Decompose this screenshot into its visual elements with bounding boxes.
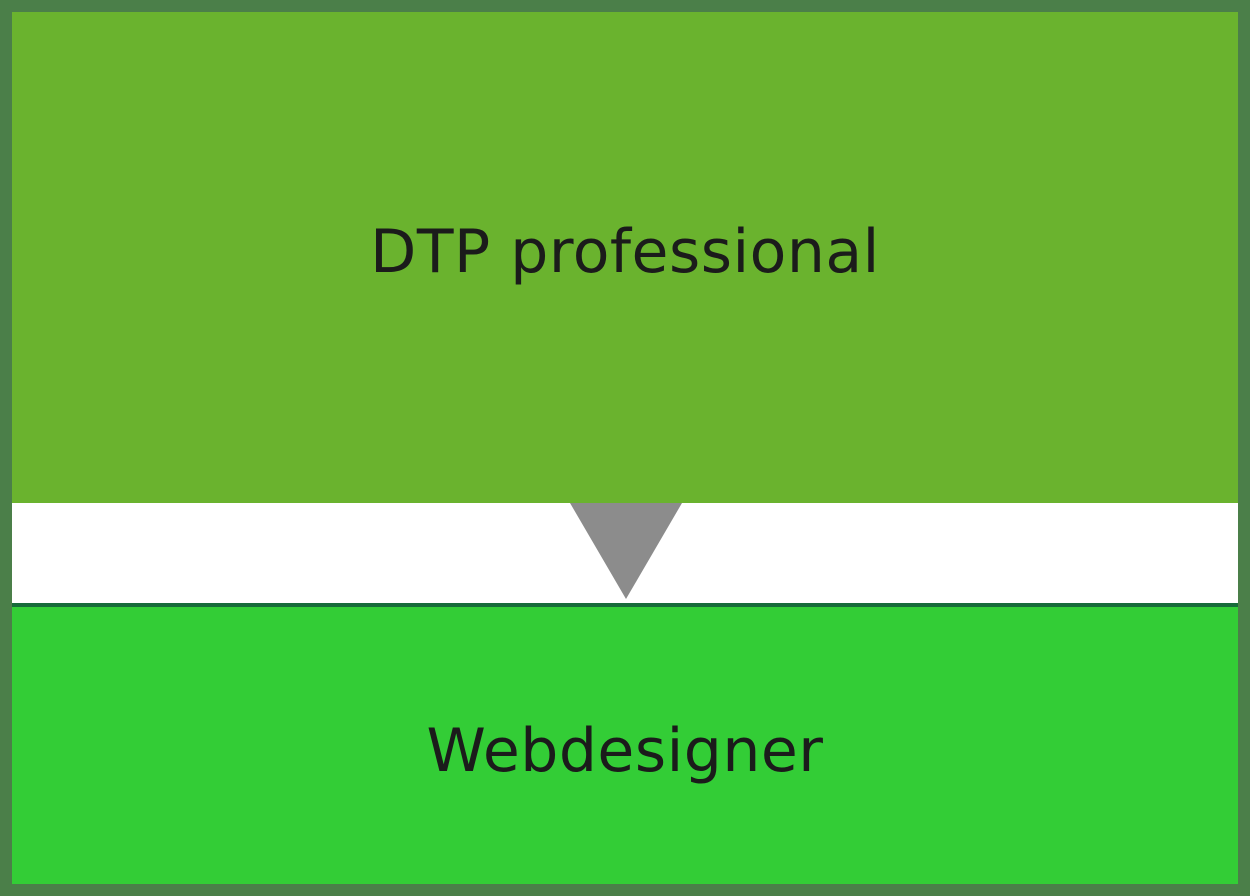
divider-line bbox=[12, 603, 1238, 607]
webdesigner-box: Webdesigner bbox=[12, 607, 1238, 884]
dtp-professional-box: DTP professional bbox=[12, 12, 1238, 503]
down-arrow-icon bbox=[570, 503, 682, 599]
dtp-professional-label: DTP professional bbox=[370, 217, 880, 287]
connector-area bbox=[12, 503, 1238, 603]
diagram-frame: DTP professional Webdesigner bbox=[12, 12, 1238, 884]
webdesigner-label: Webdesigner bbox=[426, 716, 824, 786]
connector-triangle bbox=[570, 503, 682, 599]
